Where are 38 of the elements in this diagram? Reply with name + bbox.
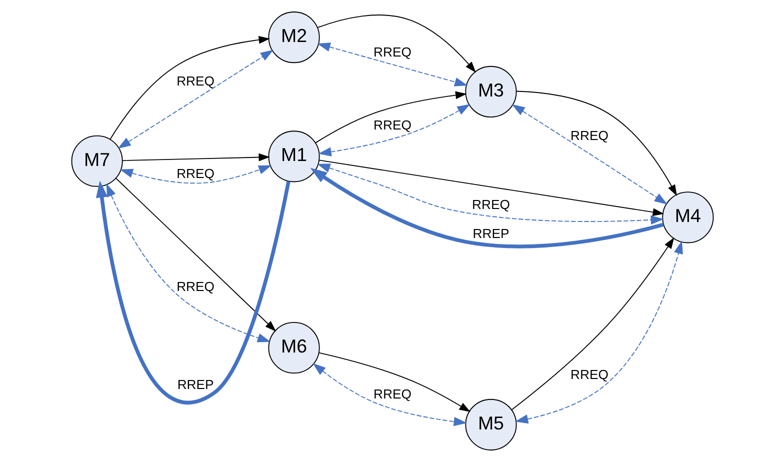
arrow — [310, 168, 664, 248]
node-circle: M4 — [662, 192, 714, 244]
edge-label: RREQ — [570, 366, 608, 382]
arrow — [119, 165, 272, 184]
edge-label: RREP — [176, 377, 214, 392]
node-circle: M6 — [268, 322, 320, 374]
edge-label: RREQ — [373, 117, 411, 132]
arrow — [510, 237, 674, 410]
arrow — [318, 104, 470, 156]
edge-label: RREQ — [176, 73, 214, 88]
arrow — [314, 91, 466, 144]
arrow — [115, 178, 276, 332]
node-circle: M1 — [268, 130, 320, 182]
arrow — [95, 180, 290, 404]
arrow — [117, 50, 274, 149]
arrow — [511, 104, 667, 205]
arrow — [316, 164, 664, 224]
edge-label: RREP — [472, 226, 509, 242]
edge-label: RREQ — [373, 386, 411, 402]
arrow — [318, 160, 664, 216]
node-circle: M5 — [464, 398, 516, 450]
edge-label: RREQ — [570, 128, 608, 143]
node-circle: M3 — [464, 66, 516, 118]
arrow — [312, 363, 466, 426]
edge-label: RREQ — [176, 166, 214, 182]
arrow — [318, 352, 470, 412]
arrow — [515, 90, 676, 196]
arrow — [109, 36, 270, 140]
edge-label: RREQ — [176, 278, 214, 294]
node-circle: M2 — [268, 12, 320, 64]
arrow — [106, 183, 270, 342]
node-circle: M7 — [70, 135, 122, 187]
arrow — [122, 153, 270, 162]
arrow — [316, 14, 476, 73]
arrow — [316, 42, 468, 86]
arrow — [514, 240, 682, 424]
edge-label: RREQ — [373, 44, 411, 60]
edge-label: RREQ — [472, 197, 510, 212]
